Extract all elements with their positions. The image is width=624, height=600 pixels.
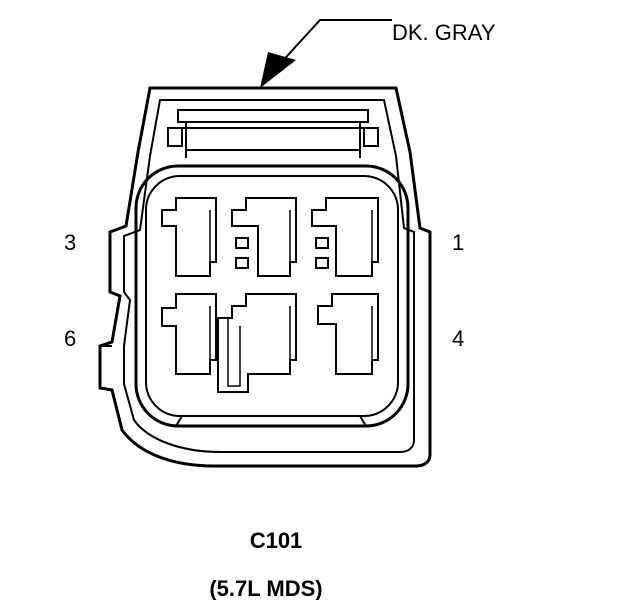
cavity-1-window-b xyxy=(315,257,329,269)
connector-id: C101 xyxy=(250,528,303,553)
pin-label-4: 4 xyxy=(452,326,464,351)
cavity-5 xyxy=(217,293,297,393)
seal-inner xyxy=(145,175,399,417)
cavity-4 xyxy=(317,293,379,375)
connector-variant: (5.7L MDS) xyxy=(209,576,322,600)
housing-inner-contour xyxy=(123,99,415,453)
locking-latch xyxy=(167,109,379,158)
cavity-5-key xyxy=(227,318,241,387)
seal-outer xyxy=(134,164,410,428)
callout-leader xyxy=(260,19,392,88)
pin-label-6: 6 xyxy=(64,326,76,351)
seal-key xyxy=(175,415,367,427)
cavity-2-window-b xyxy=(235,257,249,269)
cavity-3 xyxy=(161,197,217,277)
pin-label-3: 3 xyxy=(64,230,76,255)
cavity-6 xyxy=(161,293,217,375)
connector-housing xyxy=(98,86,432,468)
pin-label-1: 1 xyxy=(452,230,464,255)
left-latch xyxy=(99,345,113,391)
cavity-1-window-a xyxy=(315,237,329,249)
cavity-2-window-a xyxy=(235,237,249,249)
wire-color-label: DK. GRAY xyxy=(392,20,496,45)
